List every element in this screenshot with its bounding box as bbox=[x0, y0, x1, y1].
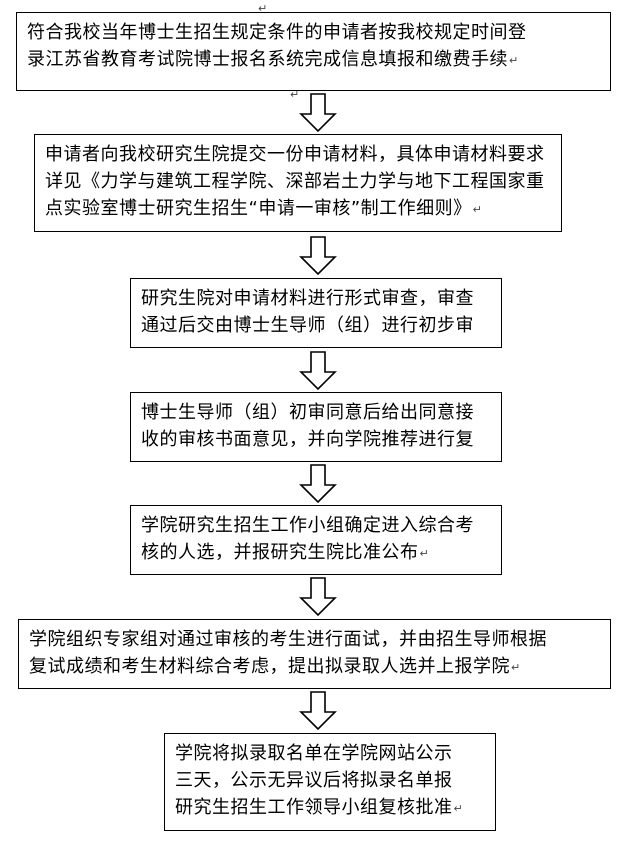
flow-step-1: 符合我校当年博士生招生规定条件的申请者按我校规定时间登 录江苏省教育考试院博士报… bbox=[16, 12, 611, 91]
step-line: 核的人选，并报研究生院比准公布↵ bbox=[141, 542, 430, 563]
step-line: 学院将拟录取名单在学院网站公示 bbox=[175, 743, 453, 764]
step-line: 三天，公示无异议后将拟录名单报 bbox=[175, 770, 453, 791]
step-line: 学院研究生招生工作小组确定进入综合考 bbox=[141, 515, 474, 536]
flow-step-5: 学院研究生招生工作小组确定进入综合考 核的人选，并报研究生院比准公布↵ bbox=[130, 505, 502, 575]
paragraph-mark: ↵ bbox=[509, 53, 519, 67]
paragraph-mark: ↵ bbox=[511, 660, 521, 674]
flow-step-4: 博士生导师（组）初审同意后给出同意接 收的审核书面意见，并向学院推荐进行复 bbox=[130, 392, 502, 462]
step-line: 通过后交由博士生导师（组）进行初步审 bbox=[141, 315, 474, 336]
paragraph-mark: ↵ bbox=[258, 2, 268, 15]
flow-arrow-down bbox=[298, 577, 338, 617]
flow-step-3: 研究生院对申请材料进行形式审查，审查 通过后交由博士生导师（组）进行初步审 bbox=[130, 278, 502, 348]
flow-step-6: 学院组织专家组对通过审核的考生进行面试，并由招生导师根据 复试成绩和考生材料综合… bbox=[18, 619, 611, 689]
step-line: 录江苏省教育考试院博士报名系统完成信息填报和缴费手续↵ bbox=[27, 49, 519, 70]
flow-arrow-down bbox=[298, 236, 338, 276]
paragraph-mark: ↵ bbox=[472, 202, 483, 216]
paragraph-mark: ↵ bbox=[453, 801, 464, 815]
flow-arrow-down bbox=[298, 691, 338, 731]
step-line: 复试成绩和考生材料综合考虑，提出拟录取人选并上报学院↵ bbox=[29, 656, 521, 677]
step-line: 研究生院对申请材料进行形式审查，审查 bbox=[141, 288, 474, 309]
step-line: 收的审核书面意见，并向学院推荐进行复 bbox=[141, 429, 474, 450]
step-line: 研究生招生工作领导小组复核批准↵ bbox=[175, 797, 464, 818]
step-line: 申请者向我校研究生院提交一份申请材料，具体申请材料要求 bbox=[45, 144, 545, 165]
flow-step-7: 学院将拟录取名单在学院网站公示 三天，公示无异议后将拟录名单报 研究生招生工作领… bbox=[164, 733, 496, 831]
flow-step-2: 申请者向我校研究生院提交一份申请材料，具体申请材料要求 详见《力学与建筑工程学院… bbox=[34, 134, 562, 232]
flow-arrow-down bbox=[298, 93, 338, 133]
step-line: 详见《力学与建筑工程学院、深部岩土力学与地下工程国家重 bbox=[45, 171, 545, 192]
flow-arrow-down bbox=[298, 351, 338, 391]
step-line: 符合我校当年博士生招生规定条件的申请者按我校规定时间登 bbox=[27, 22, 527, 43]
step-line: 博士生导师（组）初审同意后给出同意接 bbox=[141, 402, 474, 423]
step-line: 学院组织专家组对通过审核的考生进行面试，并由招生导师根据 bbox=[29, 629, 547, 650]
step-line: 点实验室博士研究生招生“申请一审核”制工作细则》↵ bbox=[45, 198, 483, 219]
paragraph-mark: ↵ bbox=[290, 88, 300, 101]
flow-arrow-down bbox=[298, 464, 338, 504]
paragraph-mark: ↵ bbox=[419, 546, 430, 560]
